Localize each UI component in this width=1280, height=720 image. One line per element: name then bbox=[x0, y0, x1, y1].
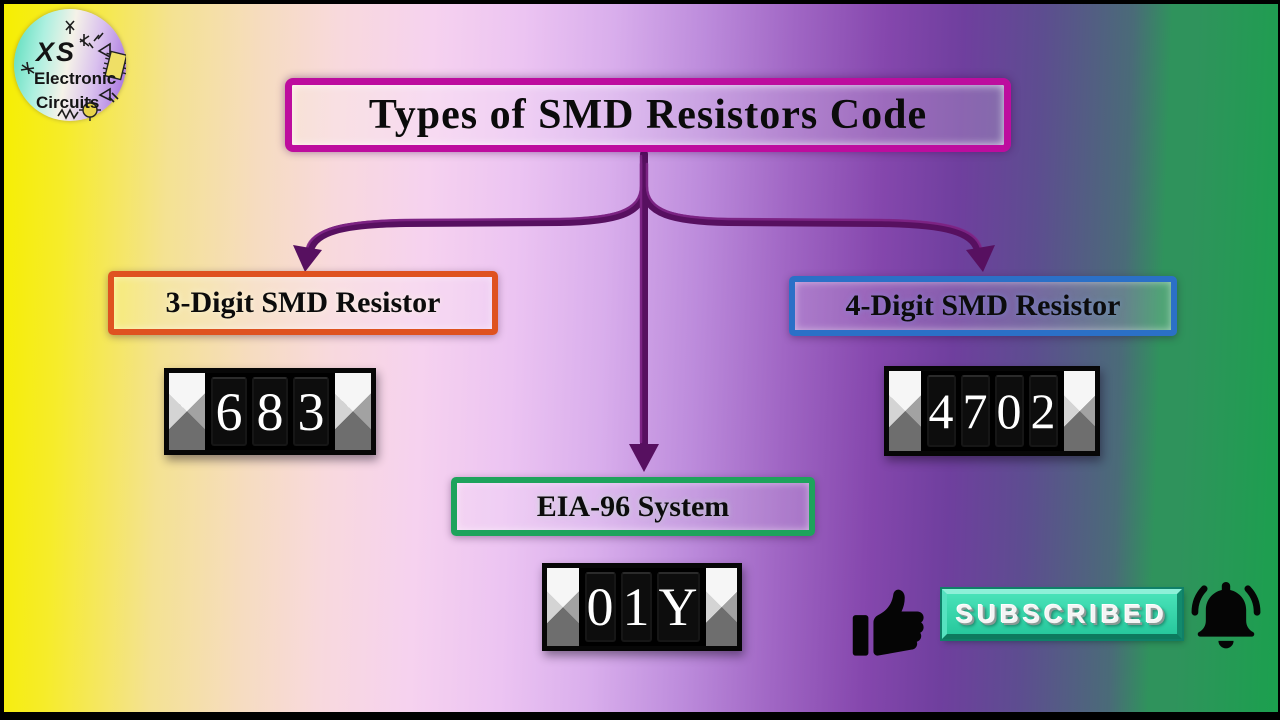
circuit-symbols-icon bbox=[20, 20, 126, 121]
subscribed-button[interactable]: SUBSCRIBED bbox=[942, 589, 1182, 639]
branch-4-digit-box: 4-Digit SMD Resistor bbox=[789, 276, 1177, 336]
resistor-digit: 0 bbox=[994, 375, 1024, 447]
resistor-body: 4 7 0 2 bbox=[920, 371, 1064, 451]
diode-icon bbox=[93, 32, 111, 59]
logo-text-circuits: Circuits bbox=[36, 93, 100, 112]
arrow-left bbox=[306, 158, 648, 254]
branch-eia96-label: EIA-96 System bbox=[536, 489, 730, 523]
smd-resistor-683: 6 8 3 bbox=[164, 368, 376, 455]
arrow-right bbox=[640, 158, 982, 254]
resistor-digit: 4 bbox=[926, 375, 956, 447]
logo-text-xs: XS bbox=[36, 37, 77, 67]
zener-diode-icon bbox=[20, 61, 35, 75]
logo-text-electronic: Electronic bbox=[34, 69, 117, 88]
transistor-icon bbox=[79, 34, 94, 49]
channel-logo: XS Electronic Circuits bbox=[14, 9, 126, 121]
branch-3-digit-label: 3-Digit SMD Resistor bbox=[165, 286, 441, 319]
branch-4-digit-label: 4-Digit SMD Resistor bbox=[845, 289, 1121, 322]
resistor-terminal-left bbox=[889, 371, 921, 451]
resistor-body: 0 1 Y bbox=[578, 568, 706, 646]
arrowhead-left bbox=[293, 245, 322, 272]
resistor-terminal-right bbox=[335, 373, 371, 450]
resistor-digit: Y bbox=[656, 572, 700, 642]
title-box: Types of SMD Resistors Code bbox=[285, 78, 1011, 152]
ic-chip-icon bbox=[102, 50, 126, 81]
smd-resistor-4702: 4 7 0 2 bbox=[884, 366, 1100, 456]
resistor-icon bbox=[57, 108, 79, 120]
photodiode-icon bbox=[79, 99, 101, 121]
led-icon bbox=[98, 87, 119, 103]
resistor-digit: 3 bbox=[293, 377, 329, 446]
arrowhead-right bbox=[966, 245, 995, 272]
notification-bell-icon[interactable] bbox=[1184, 574, 1268, 664]
resistor-digit: 2 bbox=[1028, 375, 1058, 447]
resistor-terminal-left bbox=[547, 568, 579, 646]
transistor-icon bbox=[65, 20, 75, 34]
resistor-terminal-right bbox=[705, 568, 737, 646]
resistor-terminal-left bbox=[169, 373, 205, 450]
resistor-digit: 6 bbox=[211, 377, 247, 446]
page-title: Types of SMD Resistors Code bbox=[368, 92, 928, 138]
arrowhead-center bbox=[629, 444, 659, 472]
thumbs-up-icon[interactable] bbox=[850, 574, 942, 660]
resistor-digit: 8 bbox=[252, 377, 288, 446]
resistor-terminal-right bbox=[1063, 371, 1095, 451]
smd-resistor-01Y: 0 1 Y bbox=[542, 563, 742, 651]
subscribed-label: SUBSCRIBED bbox=[956, 598, 1168, 629]
resistor-digit: 7 bbox=[960, 375, 990, 447]
resistor-digit: 0 bbox=[584, 572, 616, 642]
branch-3-digit-box: 3-Digit SMD Resistor bbox=[108, 271, 498, 335]
branch-eia96-box: EIA-96 System bbox=[451, 477, 815, 536]
resistor-body: 6 8 3 bbox=[205, 373, 335, 450]
resistor-digit: 1 bbox=[620, 572, 652, 642]
